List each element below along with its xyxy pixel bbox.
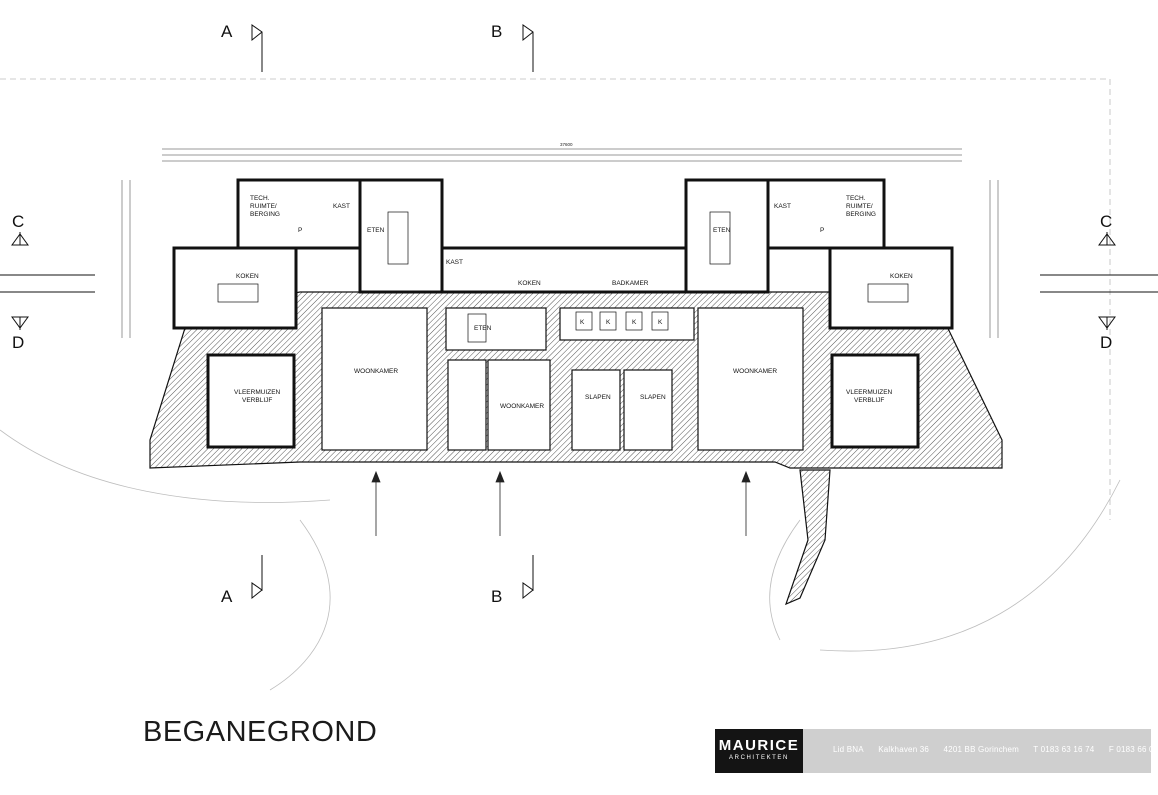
label-tech-right: TECH.RUIMTE/BERGING [846, 195, 876, 218]
label-koken-left: KOKEN [236, 273, 259, 280]
label-p-right: P [820, 227, 824, 234]
label-eten-right: ETEN [713, 227, 731, 234]
section-label-a-bottom: A [221, 587, 233, 606]
label-tech-left: TECH.RUIMTE/BERGING [250, 195, 280, 218]
title-block: MAURICE ARCHITEKTEN Lid BNA Kalkhaven 36… [715, 729, 1158, 773]
drawing-title: BEGANEGROND [143, 716, 378, 748]
room-labels: TECH.RUIMTE/BERGING KAST P ETEN KAST KOK… [234, 195, 913, 410]
contact-phone: T 0183 63 16 74 [1033, 745, 1095, 754]
label-woonkamer-mid: WOONKAMER [500, 403, 544, 410]
contact-bna: Lid BNA [833, 745, 864, 754]
contact-address: Kalkhaven 36 [878, 745, 930, 754]
contact-line: Lid BNA Kalkhaven 36 4201 BB Gorinchem T… [833, 745, 1158, 754]
section-markers [0, 24, 1158, 600]
entrance-arrows [371, 470, 751, 536]
label-k-4: K [658, 319, 663, 326]
furniture [217, 211, 909, 343]
label-woonkamer-right: WOONKAMER [733, 368, 777, 375]
contact-fax: F 0183 66 09 35 [1108, 745, 1158, 754]
label-eten-mid: ETEN [474, 325, 492, 332]
label-badkamer: BADKAMER [612, 280, 649, 287]
label-k-3: K [632, 319, 637, 326]
label-eten-left: ETEN [367, 227, 385, 234]
contact-city: 4201 BB Gorinchem [943, 745, 1019, 754]
label-woonkamer-left: WOONKAMER [354, 368, 398, 375]
section-label-b-bottom: B [491, 587, 502, 606]
label-koken-right: KOKEN [890, 273, 913, 280]
section-label-b-top: B [491, 22, 502, 41]
section-label-c-left: C [12, 212, 24, 231]
section-label-d-left: D [12, 333, 24, 352]
logo-sub-text: ARCHITEKTEN [729, 755, 789, 761]
section-label-d-right: D [1100, 333, 1112, 352]
label-kast-mid: KAST [446, 259, 463, 266]
dimension-lines [121, 148, 999, 338]
maurice-logo: MAURICE ARCHITEKTEN [715, 729, 803, 773]
label-k-2: K [606, 319, 611, 326]
logo-main-text: MAURICE [718, 737, 800, 754]
site-lines [0, 78, 1121, 691]
label-kast-left: KAST [333, 203, 350, 210]
label-kast-right: KAST [774, 203, 791, 210]
label-slapen-left: SLAPEN [585, 394, 611, 401]
section-label-a-top: A [221, 22, 233, 41]
label-koken-mid: KOKEN [518, 280, 541, 287]
label-p-left: P [298, 227, 302, 234]
building-walls [149, 178, 1003, 606]
dimension-overall: 37600 [560, 142, 573, 147]
label-slapen-right: SLAPEN [640, 394, 666, 401]
section-label-c-right: C [1100, 212, 1112, 231]
label-k-1: K [580, 319, 585, 326]
